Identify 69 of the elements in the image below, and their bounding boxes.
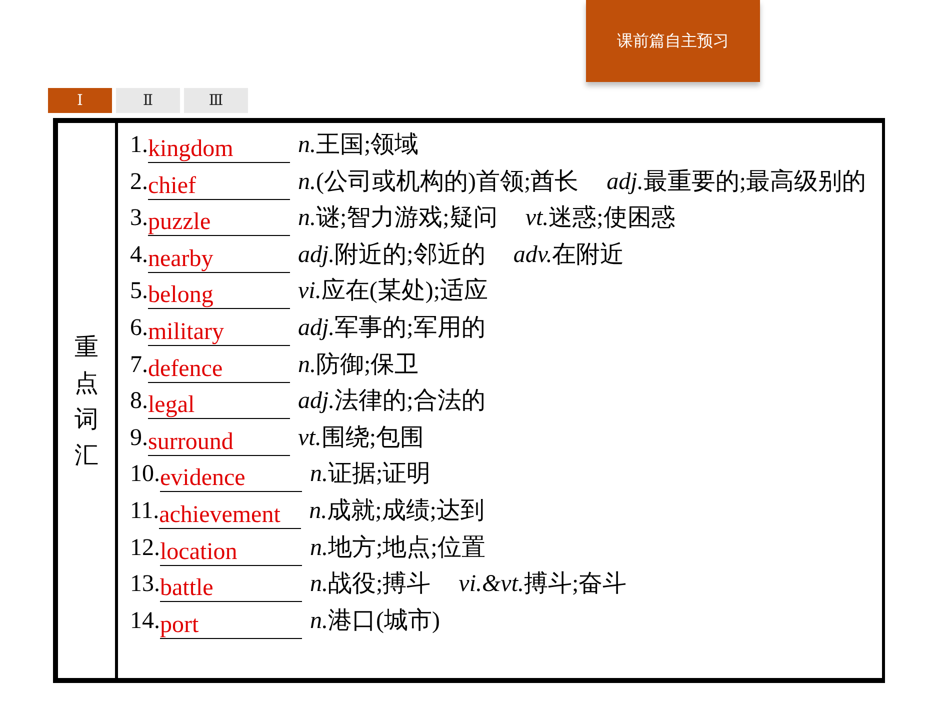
- tab: Ⅰ: [48, 88, 112, 113]
- answer-blank: battle: [160, 575, 302, 602]
- category-label: 重点词汇: [74, 332, 98, 470]
- item-number: 3.: [130, 205, 148, 232]
- part-of-speech: n.: [298, 205, 316, 232]
- part-of-speech: adj.: [298, 242, 335, 268]
- definition-text: 王国;领域: [316, 132, 419, 158]
- definition-text: 在附近: [552, 242, 624, 268]
- part-of-speech: vt.: [298, 424, 322, 451]
- answer-blank: chief: [148, 172, 290, 200]
- part-of-speech: n.: [310, 534, 328, 561]
- part-of-speech: n.: [310, 571, 328, 598]
- part-of-speech: adv.: [513, 242, 552, 268]
- part-of-speech: vi.&vt.: [458, 571, 524, 598]
- definition-text: 迷惑;使困惑: [548, 205, 676, 232]
- part-of-speech: n.: [309, 498, 328, 524]
- item-number: 10.: [130, 461, 160, 488]
- definition-text: 围绕;包围: [321, 424, 424, 451]
- part-of-speech: adj.: [298, 314, 335, 341]
- answer-blank: achievement: [159, 502, 302, 529]
- answer-blank: nearby: [148, 246, 290, 273]
- item-number: 11.: [130, 498, 160, 524]
- definition-text: 地方;地点;位置: [328, 534, 486, 561]
- item-number: 12.: [130, 534, 160, 561]
- answer-blank: evidence: [160, 465, 302, 492]
- part-of-speech: adj.: [298, 388, 335, 414]
- item-number: 2.: [130, 168, 148, 195]
- tab: Ⅱ: [116, 88, 180, 113]
- definition-text: (公司或机构的)首领;酋长: [316, 168, 579, 195]
- part-of-speech: n.: [298, 352, 316, 378]
- definition-text: 战役;搏斗: [328, 571, 431, 598]
- item-number: 5.: [130, 278, 148, 304]
- item-number: 6.: [130, 314, 148, 341]
- answer-blank: belong: [148, 282, 290, 310]
- item-number: 8.: [130, 388, 148, 414]
- answer-blank: location: [160, 538, 302, 566]
- section-header-box: 课前篇自主预习: [586, 0, 760, 82]
- answer-blank: puzzle: [148, 209, 290, 236]
- tab: Ⅲ: [184, 88, 248, 113]
- definition-text: 附近的;邻近的: [334, 242, 486, 268]
- item-number: 1.: [130, 132, 148, 158]
- definition-text: 证据;证明: [328, 461, 431, 488]
- item-number: 9.: [130, 424, 148, 451]
- definition-text: 最重要的;最高级别的: [643, 168, 866, 195]
- answer-blank: military: [148, 318, 290, 346]
- part-of-speech: vi.: [298, 278, 322, 304]
- definition-text: 成就;成绩;达到: [327, 498, 484, 524]
- answer-blank: surround: [148, 428, 290, 456]
- part-of-speech: n.: [298, 168, 316, 195]
- answer-blank: kingdom: [148, 136, 290, 163]
- item-number: 13.: [130, 571, 160, 598]
- definition-text: 军事的;军用的: [334, 314, 486, 341]
- definition-text: 防御;保卫: [316, 352, 419, 378]
- item-number: 14.: [130, 608, 160, 634]
- part-of-speech: n.: [310, 461, 328, 488]
- part-of-speech: n.: [310, 608, 328, 634]
- answer-blank: port: [160, 612, 302, 639]
- definition-text: 搏斗;奋斗: [524, 571, 627, 598]
- item-number: 4.: [130, 242, 148, 268]
- definition-text: 法律的;合法的: [334, 388, 486, 414]
- part-of-speech: vt.: [525, 205, 549, 232]
- definition-text: 谜;智力游戏;疑问: [316, 205, 498, 232]
- definition-text: 应在(某处);适应: [321, 278, 488, 304]
- item-number: 7.: [130, 352, 148, 378]
- part-of-speech: adj.: [606, 168, 644, 195]
- part-of-speech: n.: [298, 132, 316, 158]
- answer-blank: defence: [148, 356, 290, 383]
- answer-blank: legal: [148, 392, 290, 420]
- definition-text: 港口(城市): [328, 608, 440, 634]
